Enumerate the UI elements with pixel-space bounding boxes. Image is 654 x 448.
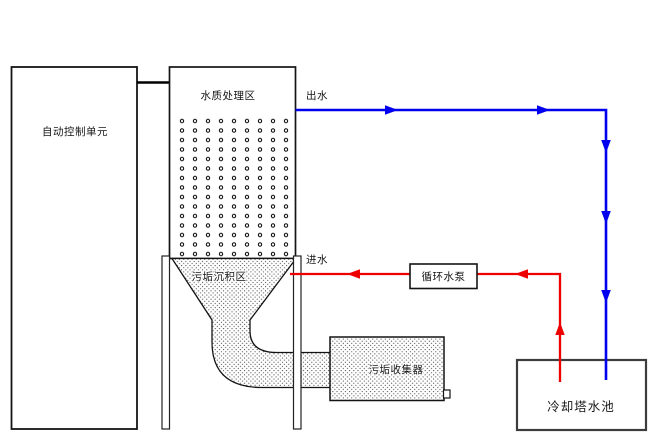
tank-leg-right: [292, 255, 302, 430]
outflow-pipe: [295, 105, 611, 380]
treatment-zone-label: 水质处理区: [200, 90, 256, 102]
collector-box: [329, 336, 445, 402]
pump-label: 循环水泵: [421, 271, 466, 283]
collector-label: 污垢收集器: [368, 363, 424, 376]
control-unit-box: [10, 66, 138, 430]
aeration-holes-grid: [175, 116, 293, 259]
cooling-pool-box: [515, 358, 648, 432]
cooling-pool-label: 冷却塔水池: [547, 400, 615, 414]
outflow-label: 出水: [306, 90, 328, 102]
outflow-arrow-down-1: [601, 140, 611, 153]
tank-leg-left: [161, 255, 171, 430]
inflow-arrow-left-1: [515, 269, 528, 279]
inflow-pipe: [290, 269, 565, 382]
inflow-arrow-up: [555, 322, 565, 335]
outflow-arrow-right-2: [537, 105, 550, 115]
outflow-arrow-down-2: [601, 211, 611, 224]
outflow-arrow-down-3: [601, 290, 611, 303]
collector-outlet-tab: [442, 389, 451, 399]
inflow-pipe-path: [290, 272, 562, 382]
outflow-arrow-right-1: [385, 105, 398, 115]
inflow-arrow-left-2: [347, 269, 360, 279]
inflow-label: 进水: [306, 253, 328, 266]
pump-box: [409, 263, 478, 290]
sediment-zone-label: 污垢沉积区: [191, 271, 247, 283]
control-unit-label: 自动控制单元: [42, 125, 108, 138]
